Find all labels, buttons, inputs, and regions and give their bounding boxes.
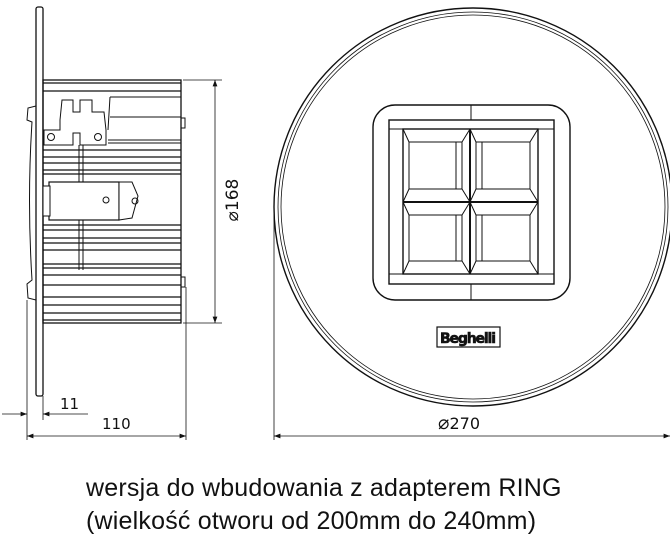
dimension-168: ⌀168 (183, 79, 243, 324)
screw-icon (47, 133, 55, 141)
lens-cell (402, 201, 471, 275)
screw-icon (102, 196, 110, 204)
caption-line-1: wersja do wbudowania z adapterem RING (86, 474, 562, 502)
connector (48, 181, 120, 221)
dimension-11: 11 (2, 300, 88, 440)
caption-line-2: (wielkość otworu od 200mm do 240mm) (86, 507, 537, 535)
lens-cell (469, 201, 539, 275)
heatsink-fins (43, 82, 181, 321)
beghelli-logo-text: Beghelli (440, 331, 496, 347)
front-view: Beghelli (273, 7, 670, 407)
lens-cell (402, 128, 471, 203)
mounting-flange (35, 6, 44, 397)
dimension-label-270: ⌀270 (438, 412, 480, 434)
terminal-block (43, 99, 107, 146)
dimension-110: 110 (27, 287, 187, 440)
screw-icon (94, 133, 102, 141)
dimension-label-168: ⌀168 (223, 179, 243, 222)
side-view (26, 6, 186, 397)
dimension-label-11: 11 (60, 395, 79, 413)
dimension-label-110: 110 (102, 415, 131, 433)
dimension-270: ⌀270 (273, 210, 670, 440)
beghelli-logo (436, 326, 501, 348)
screw-icon (131, 197, 139, 205)
outer-ring (273, 7, 670, 407)
lens-cell (469, 128, 539, 203)
driver-box (107, 96, 181, 144)
spring-clip (26, 105, 37, 301)
